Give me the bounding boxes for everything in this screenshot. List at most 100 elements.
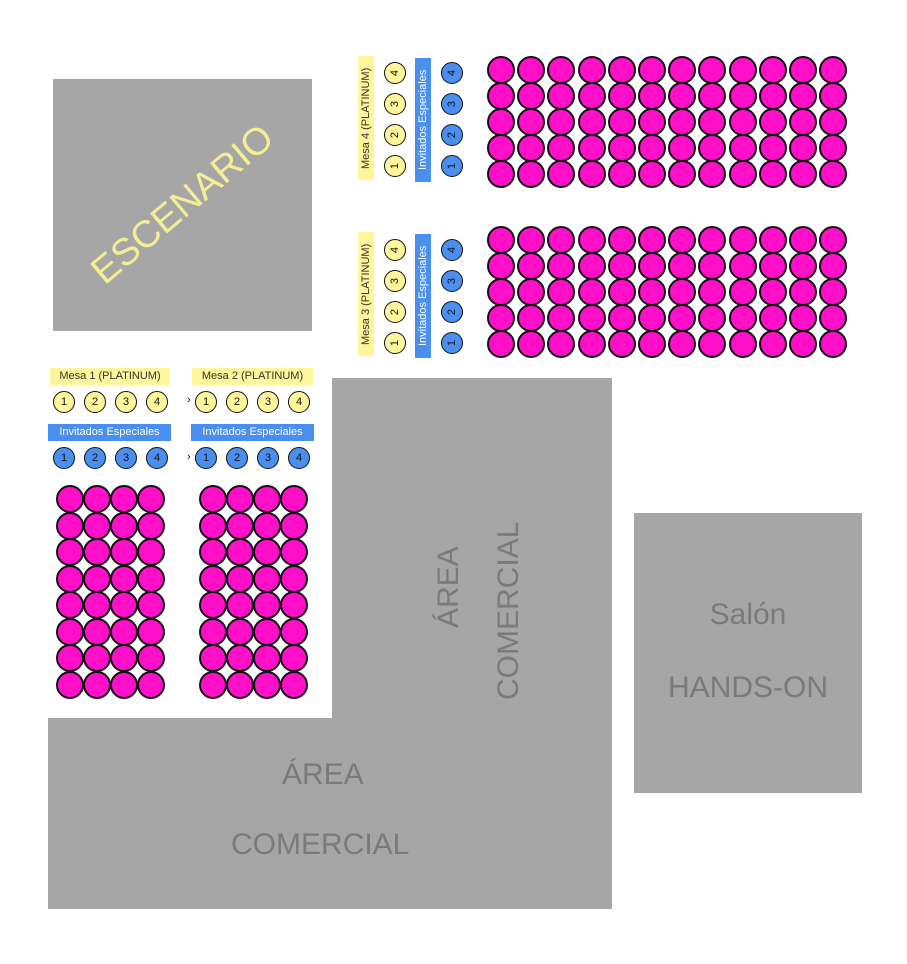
general-seat-block_top-r2-c1[interactable] xyxy=(487,82,515,110)
general-seat-block_top-r4-c7[interactable] xyxy=(668,134,697,162)
general-seat-block_left2-r5-c2[interactable] xyxy=(226,591,254,619)
general-seat-block_top-r3-c10[interactable] xyxy=(758,108,787,136)
mesa2-platinum-seat-2[interactable]: 2 xyxy=(226,391,248,413)
general-seat-block_mid-r1-c5[interactable] xyxy=(607,226,636,254)
general-seat-block_mid-r5-c4[interactable] xyxy=(577,330,606,358)
general-seat-block_left2-r4-c1[interactable] xyxy=(199,564,227,593)
general-seat-block_left2-r2-c3[interactable] xyxy=(253,511,281,540)
general-seat-block_top-r3-c8[interactable] xyxy=(698,108,727,136)
mesa2-guest-seat-3[interactable]: 3 xyxy=(257,447,279,469)
general-seat-block_left1-r4-c1[interactable] xyxy=(56,564,84,593)
general-seat-block_top-r1-c3[interactable] xyxy=(547,56,576,84)
general-seat-block_top-r5-c3[interactable] xyxy=(547,160,576,188)
general-seat-block_left1-r1-c4[interactable] xyxy=(137,485,165,513)
general-seat-block_top-r5-c4[interactable] xyxy=(577,160,606,188)
general-seat-block_top-r5-c5[interactable] xyxy=(607,160,636,188)
general-seat-block_top-r3-c11[interactable] xyxy=(789,108,817,136)
general-seat-block_top-r1-c7[interactable] xyxy=(668,56,697,84)
general-seat-block_mid-r3-c1[interactable] xyxy=(487,278,515,306)
general-seat-block_mid-r2-c1[interactable] xyxy=(487,252,515,280)
general-seat-block_left1-r2-c4[interactable] xyxy=(137,511,165,540)
general-seat-block_mid-r4-c11[interactable] xyxy=(789,304,817,332)
mesa3-platinum-seat-4[interactable]: 4 xyxy=(384,239,406,261)
general-seat-block_mid-r3-c9[interactable] xyxy=(728,278,757,306)
general-seat-block_mid-r5-c1[interactable] xyxy=(487,330,515,358)
general-seat-block_mid-r5-c10[interactable] xyxy=(758,330,787,358)
general-seat-block_left1-r5-c4[interactable] xyxy=(137,591,165,619)
general-seat-block_mid-r4-c10[interactable] xyxy=(758,304,787,332)
general-seat-block_mid-r5-c12[interactable] xyxy=(819,330,848,358)
general-seat-block_top-r5-c6[interactable] xyxy=(638,160,666,188)
general-seat-block_left1-r5-c1[interactable] xyxy=(56,591,84,619)
general-seat-block_left1-r4-c4[interactable] xyxy=(137,564,165,593)
general-seat-block_top-r3-c6[interactable] xyxy=(638,108,666,136)
general-seat-block_top-r5-c10[interactable] xyxy=(758,160,787,188)
general-seat-block_top-r1-c10[interactable] xyxy=(758,56,787,84)
general-seat-block_top-r2-c5[interactable] xyxy=(607,82,636,110)
general-seat-block_left1-r5-c3[interactable] xyxy=(110,591,138,619)
general-seat-block_mid-r5-c8[interactable] xyxy=(698,330,727,358)
general-seat-block_left1-r8-c4[interactable] xyxy=(137,670,165,699)
general-seat-block_mid-r2-c5[interactable] xyxy=(607,252,636,280)
mesa2-guest-seat-1[interactable]: 1 xyxy=(195,447,217,469)
general-seat-block_top-r2-c9[interactable] xyxy=(728,82,757,110)
general-seat-block_top-r1-c4[interactable] xyxy=(577,56,606,84)
general-seat-block_mid-r2-c6[interactable] xyxy=(638,252,666,280)
general-seat-block_left1-r6-c3[interactable] xyxy=(110,617,138,646)
general-seat-block_left1-r6-c4[interactable] xyxy=(137,617,165,646)
mesa4-guest-seat-1[interactable]: 1 xyxy=(441,155,463,177)
general-seat-block_top-r3-c5[interactable] xyxy=(607,108,636,136)
general-seat-block_mid-r5-c2[interactable] xyxy=(517,330,546,358)
mesa4-platinum-seat-3[interactable]: 3 xyxy=(384,93,406,115)
general-seat-block_left1-r4-c3[interactable] xyxy=(110,564,138,593)
general-seat-block_top-r2-c3[interactable] xyxy=(547,82,576,110)
general-seat-block_left1-r7-c2[interactable] xyxy=(83,644,111,672)
general-seat-block_left1-r3-c1[interactable] xyxy=(56,538,84,566)
general-seat-block_left1-r8-c3[interactable] xyxy=(110,670,138,699)
general-seat-block_mid-r4-c4[interactable] xyxy=(577,304,606,332)
general-seat-block_mid-r2-c9[interactable] xyxy=(728,252,757,280)
mesa3-platinum-seat-1[interactable]: 1 xyxy=(384,332,406,354)
general-seat-block_left2-r3-c1[interactable] xyxy=(199,538,227,566)
mesa4-platinum-seat-4[interactable]: 4 xyxy=(384,62,406,84)
mesa3-guest-seat-1[interactable]: 1 xyxy=(441,332,463,354)
general-seat-block_mid-r3-c4[interactable] xyxy=(577,278,606,306)
mesa2-platinum-seat-3[interactable]: 3 xyxy=(257,391,279,413)
general-seat-block_top-r3-c1[interactable] xyxy=(487,108,515,136)
general-seat-block_top-r4-c3[interactable] xyxy=(547,134,576,162)
general-seat-block_mid-r5-c6[interactable] xyxy=(638,330,666,358)
mesa4-platinum-seat-1[interactable]: 1 xyxy=(384,155,406,177)
general-seat-block_mid-r4-c7[interactable] xyxy=(668,304,697,332)
general-seat-block_top-r4-c12[interactable] xyxy=(819,134,848,162)
general-seat-block_top-r1-c12[interactable] xyxy=(819,56,848,84)
general-seat-block_mid-r5-c5[interactable] xyxy=(607,330,636,358)
general-seat-block_left2-r1-c2[interactable] xyxy=(226,485,254,513)
general-seat-block_mid-r1-c6[interactable] xyxy=(638,226,666,254)
general-seat-block_left2-r4-c4[interactable] xyxy=(280,564,308,593)
mesa1-platinum-seat-3[interactable]: 3 xyxy=(115,391,137,413)
general-seat-block_left1-r2-c3[interactable] xyxy=(110,511,138,540)
general-seat-block_top-r5-c11[interactable] xyxy=(789,160,817,188)
general-seat-block_mid-r3-c7[interactable] xyxy=(668,278,697,306)
general-seat-block_left2-r8-c3[interactable] xyxy=(253,670,281,699)
general-seat-block_mid-r1-c10[interactable] xyxy=(758,226,787,254)
mesa1-platinum-seat-2[interactable]: 2 xyxy=(84,391,106,413)
general-seat-block_top-r1-c11[interactable] xyxy=(789,56,817,84)
general-seat-block_mid-r4-c1[interactable] xyxy=(487,304,515,332)
general-seat-block_top-r3-c7[interactable] xyxy=(668,108,697,136)
general-seat-block_left1-r6-c2[interactable] xyxy=(83,617,111,646)
general-seat-block_mid-r4-c12[interactable] xyxy=(819,304,848,332)
general-seat-block_top-r1-c1[interactable] xyxy=(487,56,515,84)
general-seat-block_top-r4-c10[interactable] xyxy=(758,134,787,162)
general-seat-block_top-r5-c7[interactable] xyxy=(668,160,697,188)
general-seat-block_top-r3-c3[interactable] xyxy=(547,108,576,136)
general-seat-block_left2-r6-c1[interactable] xyxy=(199,617,227,646)
general-seat-block_mid-r2-c2[interactable] xyxy=(517,252,546,280)
general-seat-block_left2-r8-c4[interactable] xyxy=(280,670,308,699)
general-seat-block_left1-r2-c2[interactable] xyxy=(83,511,111,540)
general-seat-block_top-r1-c2[interactable] xyxy=(517,56,546,84)
general-seat-block_left1-r1-c3[interactable] xyxy=(110,485,138,513)
mesa1-guest-seat-4[interactable]: 4 xyxy=(146,447,168,469)
mesa3-platinum-seat-2[interactable]: 2 xyxy=(384,301,406,323)
general-seat-block_left2-r5-c3[interactable] xyxy=(253,591,281,619)
